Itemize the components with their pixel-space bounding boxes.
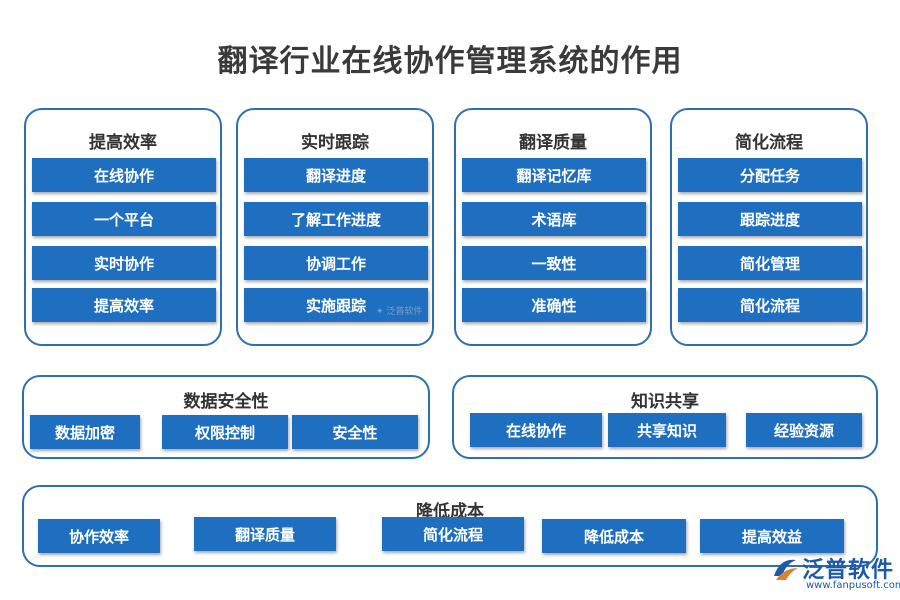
item-box: 准确性 <box>462 288 646 322</box>
fanpu-logo-icon <box>774 559 798 580</box>
item-box: 简化流程 <box>678 288 862 322</box>
page-title: 翻译行业在线协作管理系统的作用 <box>217 44 683 79</box>
logo-url: www.fanpusoft.com <box>806 580 900 591</box>
panel-knowledge-sharing: 知识共享 在线协作 共享知识 经验资源 <box>452 375 878 459</box>
panel-title: 翻译质量 <box>519 133 587 153</box>
item-box: 协作效率 <box>38 519 160 553</box>
panel-title: 数据安全性 <box>183 392 269 412</box>
panel-title: 提高效率 <box>89 133 157 153</box>
panel-title: 知识共享 <box>631 392 699 412</box>
item-box: 在线协作 <box>470 413 602 447</box>
panel-improve-efficiency: 提高效率 在线协作 一个平台 实时协作 提高效率 <box>24 108 222 346</box>
item-box: 术语库 <box>462 202 646 236</box>
brand-logo: 泛普软件 www.fanpusoft.com <box>770 552 900 596</box>
item-box: 简化管理 <box>678 246 862 280</box>
item-box: 权限控制 <box>162 415 288 449</box>
item-box: 一致性 <box>462 246 646 280</box>
item-box: 提高效益 <box>700 519 844 553</box>
watermark: ✦ 泛普软件 <box>376 307 423 317</box>
item-box: 协调工作 <box>244 246 428 280</box>
item-box: 分配任务 <box>678 158 862 192</box>
item-box: 翻译记忆库 <box>462 158 646 192</box>
item-box: 跟踪进度 <box>678 202 862 236</box>
panel-cost-reduction: 降低成本 协作效率 翻译质量 简化流程 降低成本 提高效益 <box>22 485 878 567</box>
panel-realtime-tracking: 实时跟踪 翻译进度 了解工作进度 协调工作 实施跟踪 <box>236 108 434 346</box>
item-box: 提高效率 <box>32 288 216 322</box>
item-box: 了解工作进度 <box>244 202 428 236</box>
panel-title: 实时跟踪 <box>301 133 369 153</box>
item-box: 实时协作 <box>32 246 216 280</box>
item-box: 共享知识 <box>608 413 726 447</box>
panel-data-security: 数据安全性 数据加密 权限控制 安全性 <box>22 375 430 459</box>
item-box: 安全性 <box>292 415 418 449</box>
panel-simplify-process: 简化流程 分配任务 跟踪进度 简化管理 简化流程 <box>670 108 868 346</box>
item-box: 翻译进度 <box>244 158 428 192</box>
logo-name: 泛普软件 <box>802 558 895 583</box>
item-box: 降低成本 <box>542 519 686 553</box>
item-box: 实施跟踪 <box>244 288 428 322</box>
panel-title: 简化流程 <box>735 133 803 153</box>
item-box: 经验资源 <box>746 413 862 447</box>
item-box: 一个平台 <box>32 202 216 236</box>
item-box: 数据加密 <box>30 415 140 449</box>
item-box: 简化流程 <box>382 517 524 551</box>
item-box: 在线协作 <box>32 158 216 192</box>
item-box: 翻译质量 <box>194 517 336 551</box>
panel-translation-quality: 翻译质量 翻译记忆库 术语库 一致性 准确性 <box>454 108 652 346</box>
